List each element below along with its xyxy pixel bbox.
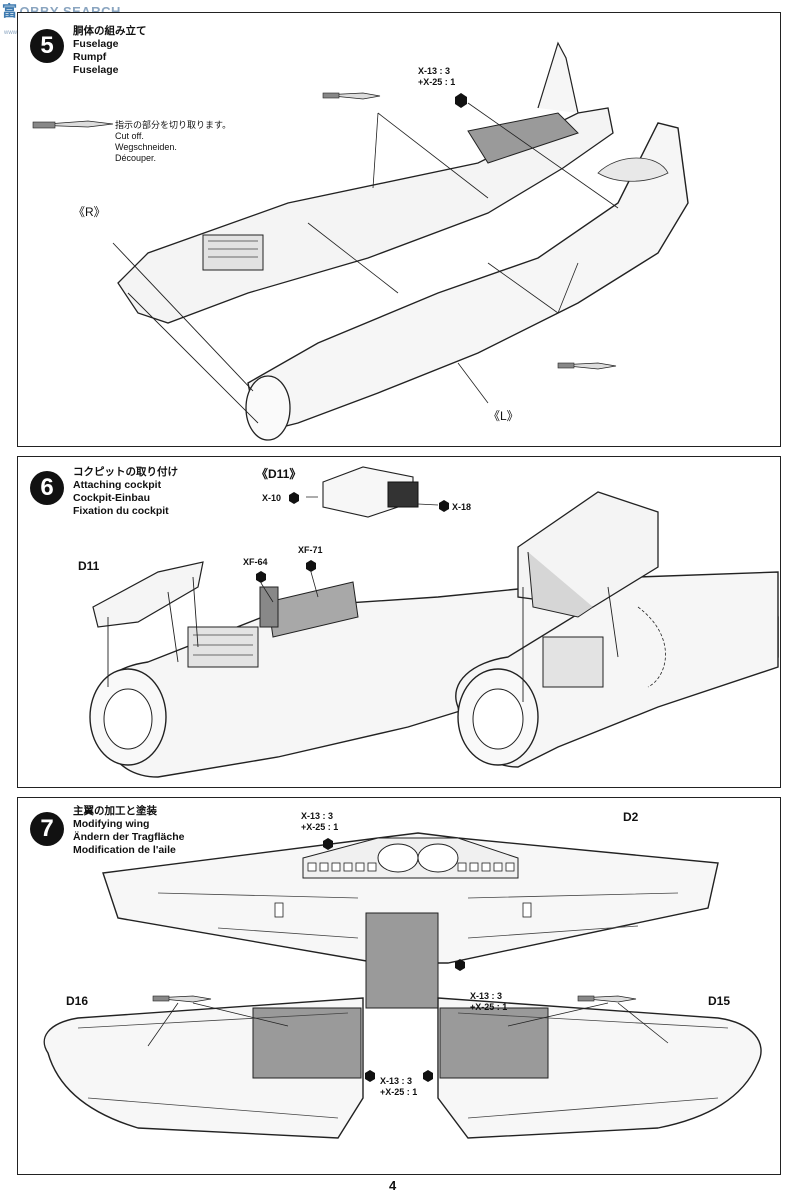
knife-icon [577, 995, 637, 1003]
paint-xf71: XF-71 [298, 545, 323, 555]
fuselage-diagram [32, 41, 689, 441]
paint-spec-center: X-13 : 3+X-25 : 1 [470, 991, 508, 1012]
cut-note: 指示の部分を切り取ります。Cut off.Wegschneiden.Découp… [115, 120, 232, 163]
step-number: 5 [30, 29, 64, 63]
watermark-cn: 富 [2, 3, 18, 20]
paint-hex-icon [289, 492, 299, 504]
knife-icon [557, 362, 617, 370]
step-number: 6 [30, 471, 64, 505]
paint-hex-icon [423, 1070, 433, 1082]
step-number: 7 [30, 812, 64, 846]
paint-spec: X-13 : 3+X-25 : 1 [418, 66, 456, 87]
paint-hex-icon [455, 93, 467, 108]
paint-hex-icon [455, 959, 465, 971]
paint-xf64: XF-64 [243, 557, 268, 567]
paint-hex-icon [306, 560, 316, 572]
knife-icon [322, 92, 381, 100]
paint-hex-icon [365, 1070, 375, 1082]
paint-hex-icon [439, 500, 449, 512]
page-number: 4 [389, 1178, 397, 1193]
paint-hex-icon [323, 838, 333, 850]
paint-spec-top: X-13 : 3+X-25 : 1 [301, 811, 339, 832]
knife-icon [152, 995, 212, 1003]
part-label-l: 《L》 [488, 409, 519, 423]
paint-x18: X-18 [452, 502, 472, 512]
part-label-d11-box: 《D11》 [256, 467, 302, 481]
wing-diagram [43, 832, 762, 1139]
paint-x10: X-10 [262, 493, 282, 503]
part-label-d11: D11 [78, 559, 100, 573]
paint-hex-icon [256, 571, 266, 583]
paint-spec-bottom: X-13 : 3+X-25 : 1 [380, 1076, 418, 1097]
cockpit-diagram [89, 466, 779, 778]
part-label-d15: D15 [708, 994, 731, 1008]
part-label-d2: D2 [623, 810, 639, 824]
knife-icon [32, 120, 114, 129]
part-label-d16: D16 [66, 994, 89, 1008]
part-label-r: 《R》 [73, 205, 106, 219]
